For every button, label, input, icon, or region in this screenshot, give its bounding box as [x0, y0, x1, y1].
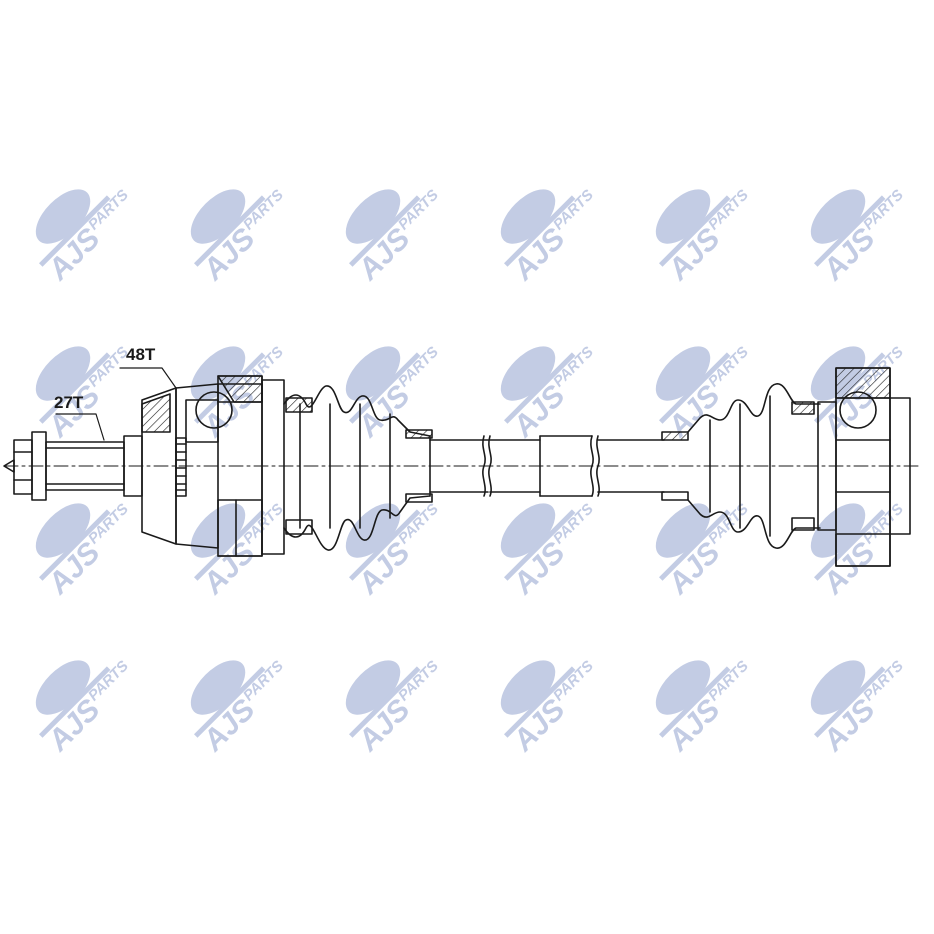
watermark-word: PARTS — [705, 501, 752, 548]
watermark-word: PARTS — [85, 658, 132, 705]
axle-drawing — [3, 367, 919, 567]
outer-cv-joint — [141, 375, 285, 557]
leader-lines — [55, 367, 177, 441]
watermark-word: PARTS — [860, 501, 907, 548]
watermark-word: PARTS — [85, 187, 132, 234]
inner-boot — [661, 383, 821, 549]
watermark-word: PARTS — [240, 187, 287, 234]
shaft — [429, 435, 665, 497]
watermark-word: PARTS — [860, 658, 907, 705]
watermark-word: PARTS — [395, 501, 442, 548]
watermark-word: PARTS — [860, 187, 907, 234]
label-27t: 27T — [54, 393, 84, 412]
watermark-word: PARTS — [550, 658, 597, 705]
label-48t: 48T — [126, 345, 156, 364]
watermark-word: PARTS — [85, 344, 132, 391]
watermark-word: PARTS — [85, 501, 132, 548]
watermark-word: PARTS — [705, 658, 752, 705]
watermark-word: PARTS — [240, 501, 287, 548]
watermark-word: PARTS — [550, 187, 597, 234]
watermark-word: PARTS — [395, 658, 442, 705]
watermark-word: PARTS — [705, 187, 752, 234]
inner-cv-joint — [817, 367, 911, 567]
watermark-word: PARTS — [395, 187, 442, 234]
watermark-word: PARTS — [550, 344, 597, 391]
outer-boot — [283, 385, 433, 551]
watermark-word: PARTS — [705, 344, 752, 391]
watermark-word: PARTS — [395, 344, 442, 391]
watermark-word: PARTS — [240, 658, 287, 705]
watermark-word: PARTS — [550, 501, 597, 548]
